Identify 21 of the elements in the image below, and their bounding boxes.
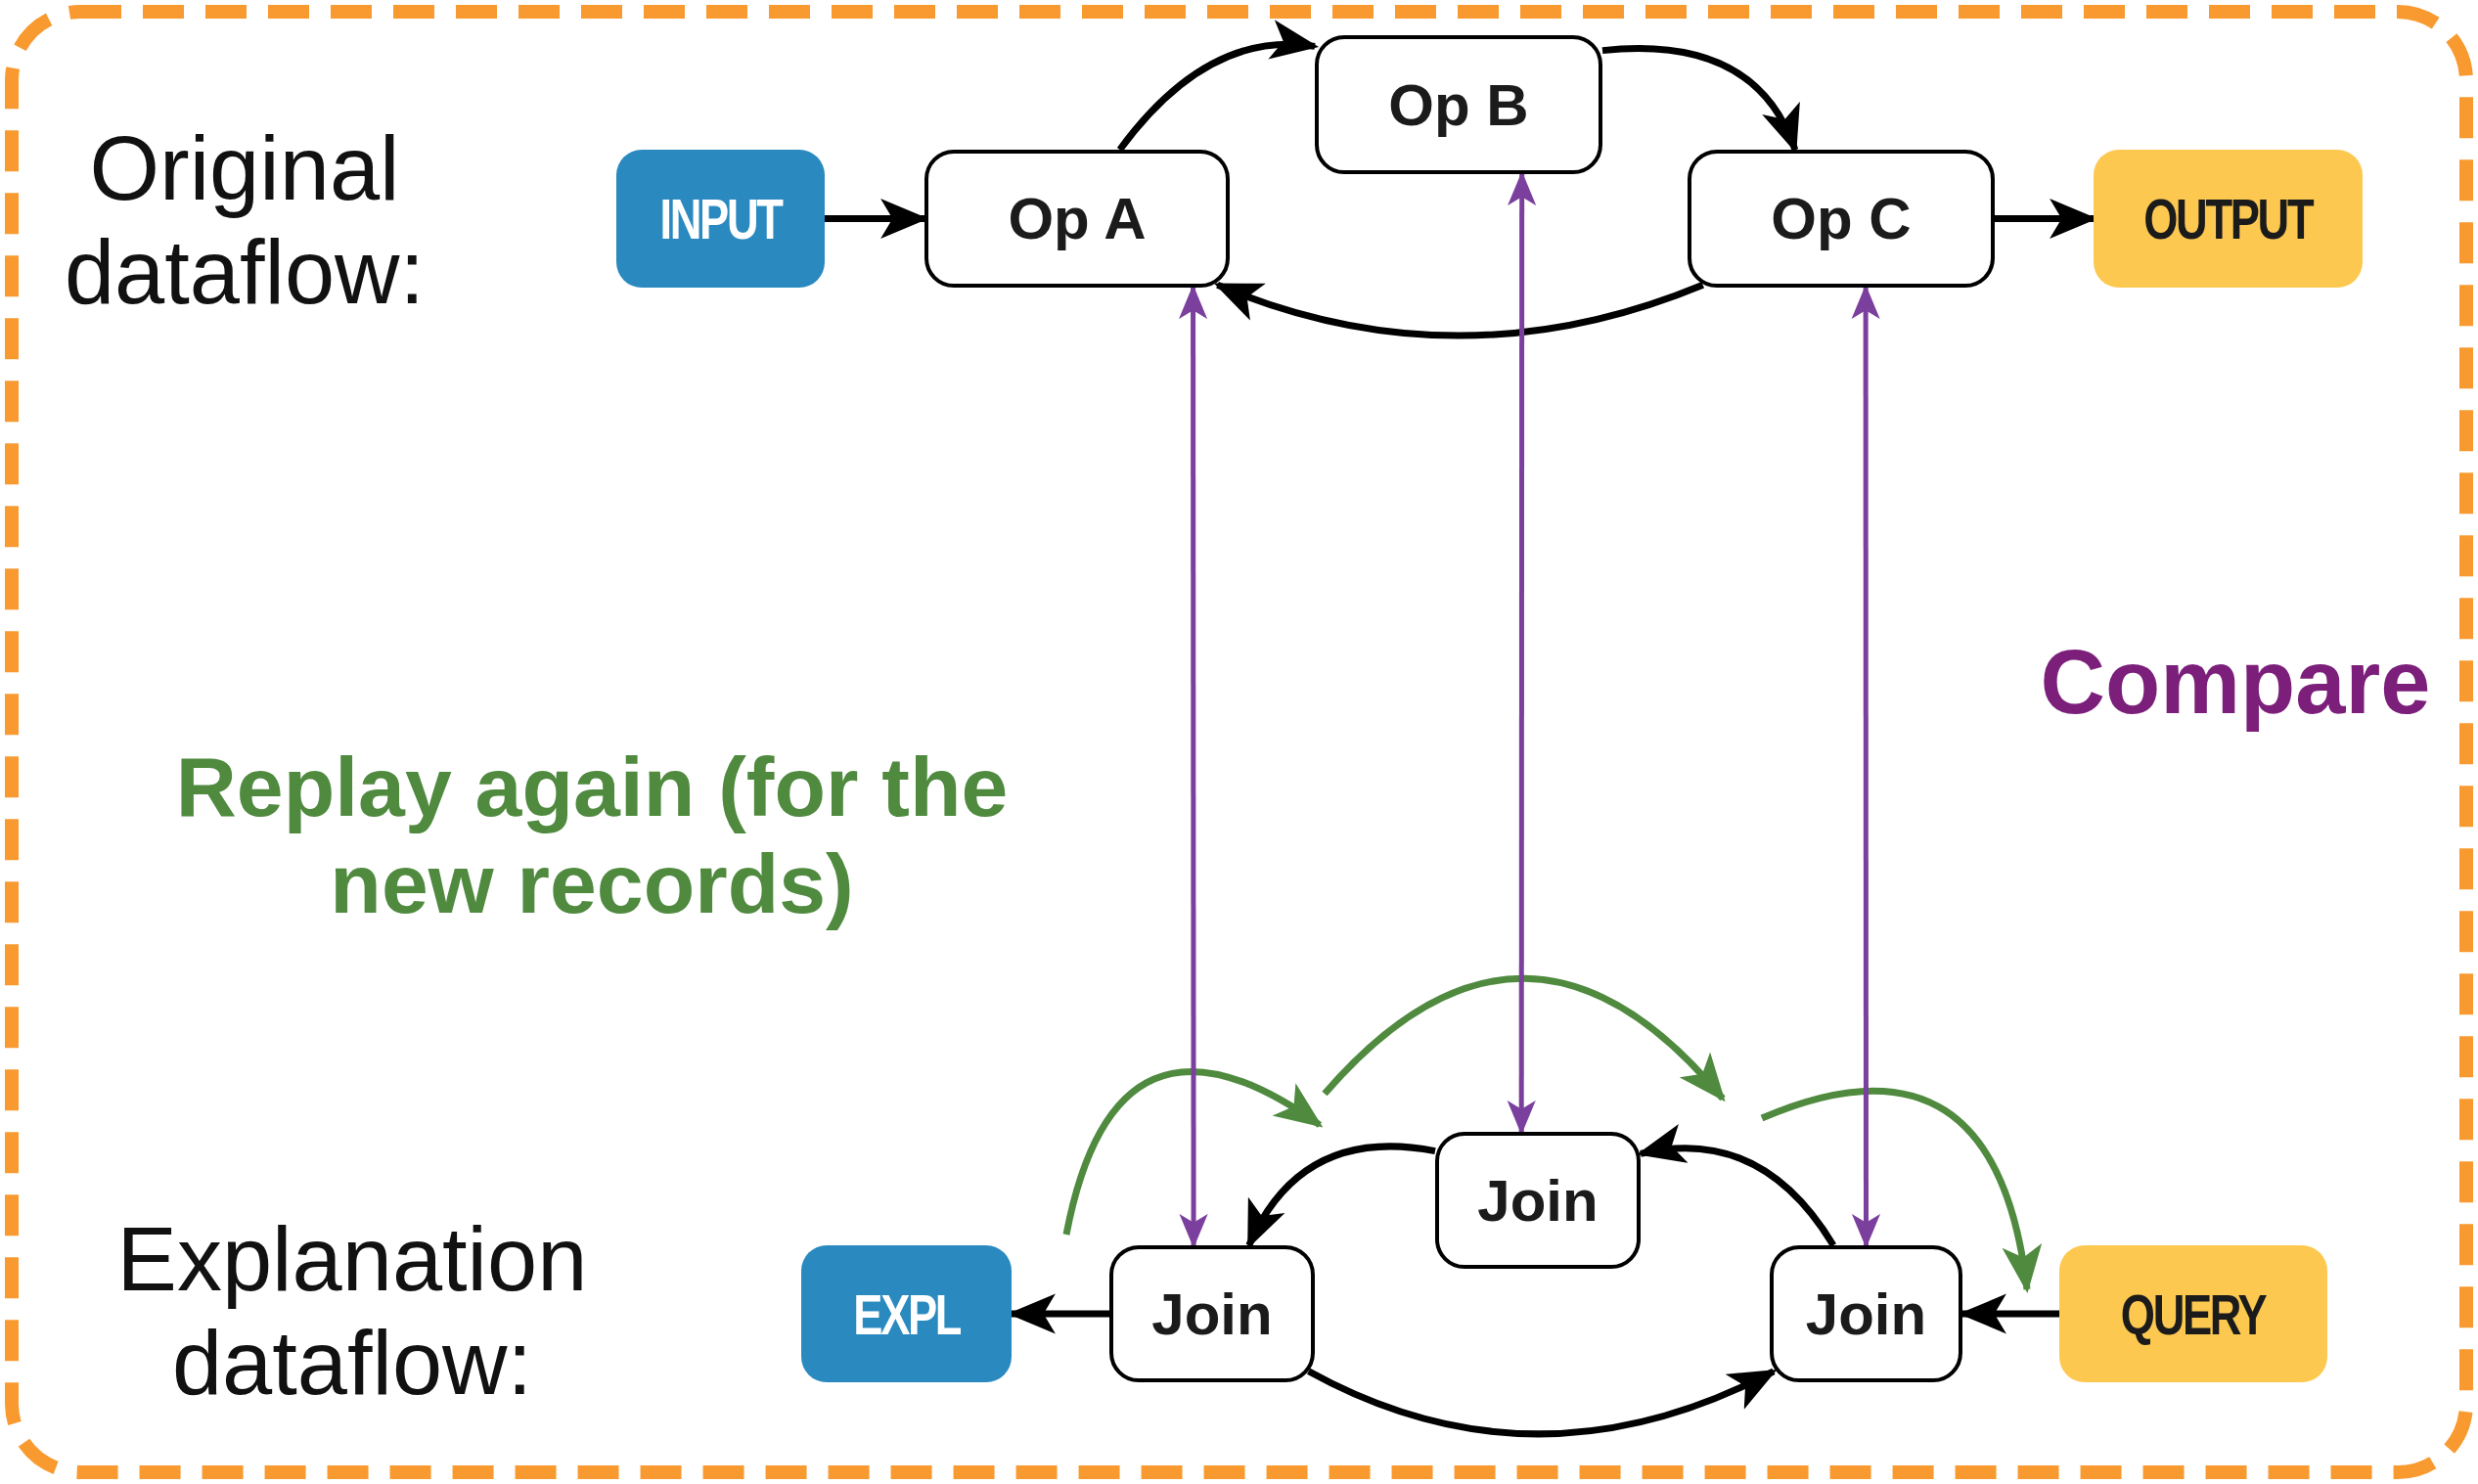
annotation-text: Compare	[2039, 631, 2432, 734]
annotation-text: Original dataflow:	[63, 117, 427, 324]
source-box: INPUT	[616, 150, 825, 288]
annotation-text: Explanation dataflow:	[115, 1208, 589, 1415]
arrow	[1507, 171, 1537, 1135]
arrow	[1116, 22, 1320, 153]
process-box: Join	[1435, 1132, 1641, 1269]
process-box: Join	[1109, 1245, 1315, 1382]
sink-box: QUERY	[2059, 1245, 2327, 1382]
arrow	[1307, 1368, 1778, 1438]
process-box: Op C	[1688, 150, 1995, 288]
process-box: Op A	[924, 150, 1230, 288]
source-box: EXPL	[801, 1245, 1012, 1382]
process-box: Join	[1770, 1245, 1962, 1382]
annotation-text: Replay again (for the new records)	[174, 739, 1010, 932]
process-box: Op B	[1315, 35, 1602, 174]
sink-box: OUTPUT	[2094, 150, 2363, 288]
arrow	[1637, 1125, 1836, 1247]
arrow	[1179, 285, 1208, 1248]
arrow	[1213, 281, 1704, 339]
arrow	[1851, 285, 1881, 1248]
